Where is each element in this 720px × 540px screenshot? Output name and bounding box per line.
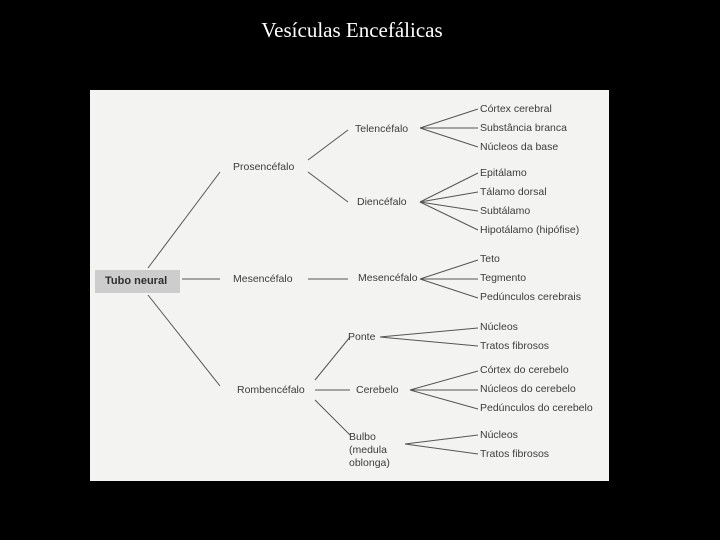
structure-item: Pedúnculos cerebrais [480,291,581,303]
root-node: Tubo neural [105,275,168,287]
root-node-box [95,270,180,293]
connector-lines [147,108,479,455]
secondary-node-telencefalo: Telencéfalo [355,123,409,135]
secondary-node-bulbo: Bulbo (medula oblonga) [349,431,390,469]
structure-item: Tratos fibrosos [480,340,550,352]
structure-item: Hipotálamo (hipófise) [480,224,580,236]
structure-item: Tálamo dorsal [480,186,547,198]
secondary-node-cerebelo: Cerebelo [356,384,399,396]
structure-item: Tegmento [480,272,527,284]
structure-item: Epitálamo [480,167,527,179]
structure-item: Núcleos da base [480,141,559,153]
structure-item: Córtex cerebral [480,103,552,115]
primary-node-rombencefalo: Rombencéfalo [237,384,305,396]
primary-node-prosencefalo: Prosencéfalo [233,161,295,173]
diagram-panel: Tubo neural Prosencéfalo Mesencéfalo Rom… [90,90,609,481]
structure-item: Substância branca [480,122,567,134]
structure-item: Núcleos [480,429,518,441]
secondary-node-mesencefalo: Mesencéfalo [358,272,418,284]
secondary-node-diencefalo: Diencéfalo [357,196,407,208]
structure-item: Tratos fibrosos [480,448,550,460]
secondary-node-ponte: Ponte [348,331,376,343]
structure-item: Pedúnculos do cerebelo [480,402,593,414]
structure-item: Teto [480,253,500,265]
structure-item: Córtex do cerebelo [480,364,569,376]
primary-node-mesencefalo: Mesencéfalo [233,273,293,285]
structure-item: Núcleos do cerebelo [480,383,576,395]
structure-item: Subtálamo [480,205,531,217]
structure-item: Núcleos [480,321,518,333]
slide-title: Vesículas Encefálicas [261,18,443,42]
